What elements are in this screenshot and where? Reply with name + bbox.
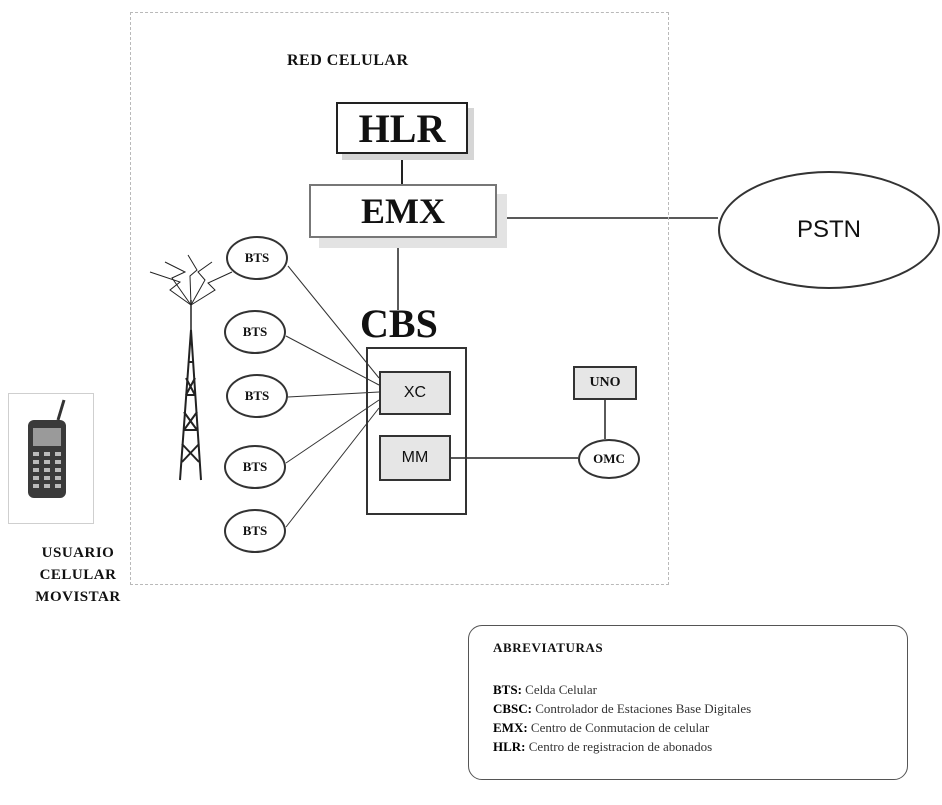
xc-node: XC — [379, 371, 451, 415]
user-label-line: MOVISTAR — [35, 589, 121, 605]
antenna-tower-icon — [149, 254, 233, 481]
phone-frame — [8, 393, 94, 524]
abbreviation-term: BTS: — [493, 682, 522, 697]
abbreviation-row: EMX: Centro de Conmutacion de celular — [493, 718, 883, 737]
abbreviation-definition: Controlador de Estaciones Base Digitales — [535, 701, 752, 716]
diagram-title: RED CELULAR — [287, 52, 409, 69]
emx-node: EMX — [309, 184, 497, 238]
bts5-xc-link — [285, 407, 380, 528]
bts-node: BTS — [224, 509, 286, 553]
cbs-label: CBS — [360, 301, 438, 346]
cell-phone-icon — [28, 399, 66, 498]
bts-node: BTS — [224, 310, 286, 354]
bts-node: BTS — [224, 445, 286, 489]
abbreviation-term: HLR: — [493, 739, 526, 754]
omc-node: OMC — [578, 439, 640, 479]
bts4-xc-link — [285, 399, 380, 464]
uno-node: UNO — [573, 366, 637, 400]
abbreviation-row: CBSC: Controlador de Estaciones Base Dig… — [493, 699, 883, 718]
abbreviation-definition: Centro de Conmutacion de celular — [530, 720, 710, 735]
abbreviation-definition: Centro de registracion de abonados — [528, 739, 713, 754]
abbreviation-definition: Celda Celular — [525, 682, 597, 697]
cbs-container — [366, 347, 467, 515]
user-label-line: CELULAR — [39, 567, 117, 583]
abbreviation-row: HLR: Centro de registracion de abonados — [493, 737, 883, 756]
pstn-node: PSTN — [718, 171, 940, 289]
user-label: USUARIO CELULAR MOVISTAR — [28, 542, 128, 608]
mm-node: MM — [379, 435, 451, 481]
abbreviations-box: ABREVIATURAS BTS: Celda Celular CBSC: Co… — [468, 625, 908, 780]
abbreviation-term: CBSC: — [493, 701, 533, 716]
bts3-xc-link — [287, 391, 380, 398]
hlr-node: HLR — [336, 102, 468, 154]
network-frame — [130, 12, 669, 585]
abbreviations-title: ABREVIATURAS — [493, 640, 604, 655]
abbreviation-row: BTS: Celda Celular — [493, 680, 883, 699]
abbreviation-term: EMX: — [493, 720, 528, 735]
bts1-xc-link — [287, 265, 380, 379]
bts-node: BTS — [226, 236, 288, 280]
bts2-xc-link — [285, 335, 380, 386]
user-label-line: USUARIO — [41, 545, 115, 561]
bts-node: BTS — [226, 374, 288, 418]
